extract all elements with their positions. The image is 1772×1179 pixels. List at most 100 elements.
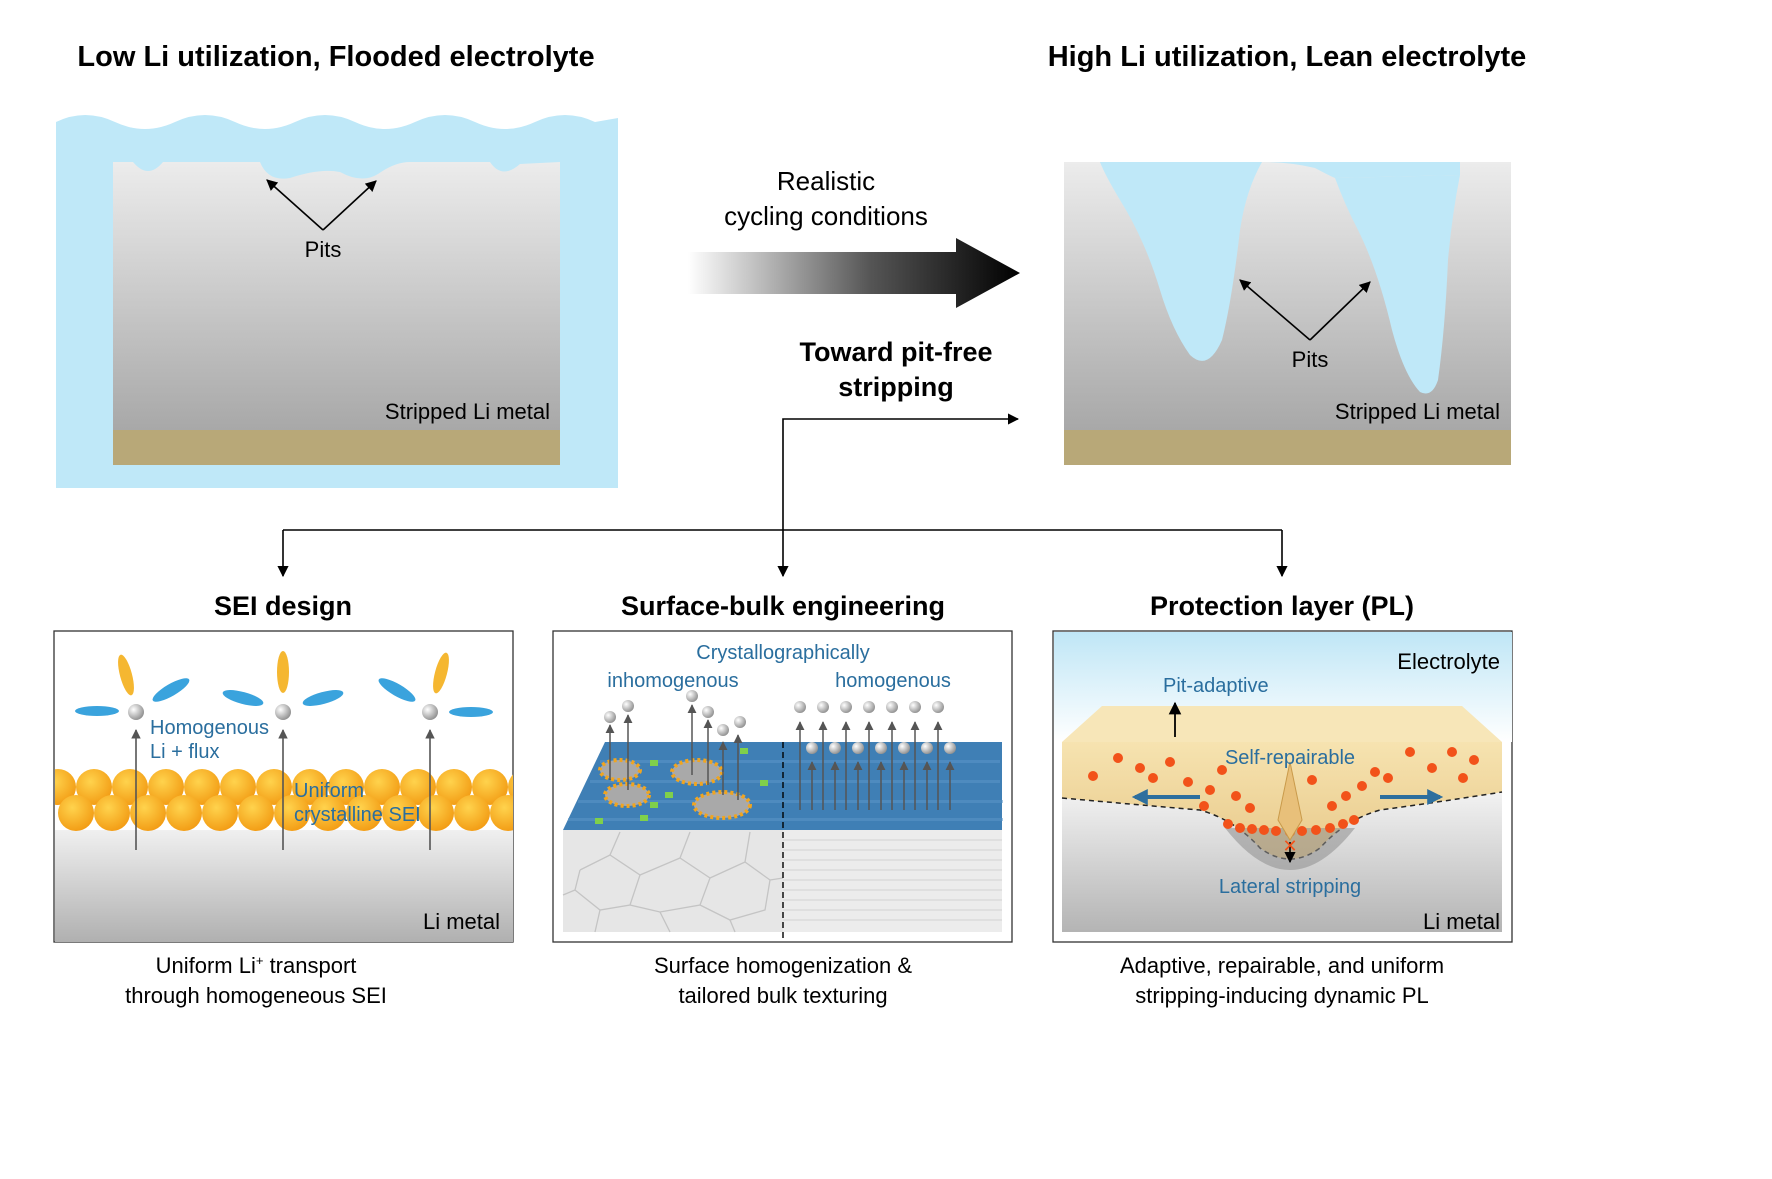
li-ion	[909, 701, 921, 713]
current-collector-right	[1064, 430, 1511, 465]
pl-particle	[1307, 775, 1317, 785]
pl-electrolyte-label: Electrolyte	[1397, 649, 1500, 674]
pl-particle	[1113, 753, 1123, 763]
uniform-sei-label-1: Uniform	[294, 780, 364, 802]
pl-particle	[1338, 819, 1348, 829]
sei-sphere	[94, 795, 130, 831]
pl-particle	[1311, 825, 1321, 835]
sei-sphere	[418, 795, 454, 831]
crystalline-sei-spheres	[55, 769, 513, 831]
li-ion-2	[275, 704, 291, 720]
sei-design-panel: Homogenous Li + flux Uniform crystalline…	[53, 630, 514, 943]
pl-particle	[1245, 803, 1255, 813]
pl-particle	[1349, 815, 1359, 825]
pits-label-left: Pits	[305, 237, 342, 262]
crystallographically-label: Crystallographically	[696, 642, 869, 664]
surface-bulk-title: Surface-bulk engineering	[621, 591, 945, 621]
pl-particle	[1297, 826, 1307, 836]
surface-bulk-panel: Crystallographically inhomogenous homoge…	[552, 630, 1013, 943]
pl-particle	[1341, 791, 1351, 801]
sei-sphere	[454, 795, 490, 831]
pit-arrow-right-lean	[1309, 281, 1371, 341]
anion-group-1	[75, 654, 190, 716]
anion-group-2	[222, 651, 344, 706]
li-ion	[863, 701, 875, 713]
lean-electrolyte-diagram: Pits Stripped Li metal	[1064, 162, 1511, 465]
pl-layer-top	[1062, 706, 1502, 742]
li-ion	[921, 742, 933, 754]
pl-caption-line-1: Adaptive, repairable, and uniform	[1120, 953, 1444, 978]
lean-electrolyte-pit-2	[1335, 175, 1460, 394]
pl-particle	[1148, 773, 1158, 783]
li-ion	[852, 742, 864, 754]
repair-cone	[1277, 761, 1303, 841]
lateral-stripping-label: Lateral stripping	[1219, 876, 1361, 898]
li-ion	[898, 742, 910, 754]
li-flux-arrows	[131, 729, 435, 850]
stripped-li-metal-block	[113, 162, 560, 430]
pl-particle	[1405, 747, 1415, 757]
pit-adaptive-label: Pit-adaptive	[1163, 675, 1269, 697]
pl-particle	[1447, 747, 1457, 757]
stripped-li-label-right: Stripped Li metal	[1335, 399, 1500, 424]
pl-particle	[1469, 755, 1479, 765]
top-right-title: High Li utilization, Lean electrolyte	[1048, 41, 1527, 73]
pl-li-metal-label: Li metal	[1423, 909, 1500, 934]
sei-sphere	[472, 769, 508, 805]
sei-sphere	[436, 769, 472, 805]
sei-sphere	[112, 769, 148, 805]
li-ion	[875, 742, 887, 754]
stripped-li-label-left: Stripped Li metal	[385, 399, 550, 424]
li-ion	[794, 701, 806, 713]
inhomogenous-label: inhomogenous	[607, 670, 738, 692]
sei-sphere	[364, 769, 400, 805]
pl-particle	[1325, 823, 1335, 833]
self-repairable-label: Self-repairable	[1225, 747, 1355, 769]
homogeneous-flux	[794, 701, 956, 810]
anion-group-3	[378, 652, 493, 717]
protection-layer-panel: ✕ Electrolyte Pit-adaptive Self-repairab…	[1052, 630, 1513, 943]
pl-particle	[1247, 824, 1257, 834]
surface-caption-line-1: Surface homogenization &	[654, 953, 912, 978]
homogenous-flux-label-2: Li + flux	[150, 741, 219, 763]
inhomogeneous-li-ions	[604, 690, 746, 736]
pl-particle	[1088, 771, 1098, 781]
sei-sphere	[58, 795, 94, 831]
pl-particle	[1235, 823, 1245, 833]
pl-particles	[1088, 747, 1479, 837]
pl-particle	[1231, 791, 1241, 801]
sei-caption-line-1: Uniform Li+ transport	[156, 953, 357, 978]
sei-design-title: SEI design	[214, 591, 352, 621]
green-grains	[595, 748, 768, 824]
stripping-label: stripping	[838, 372, 954, 402]
blocked-x-icon: ✕	[1282, 836, 1297, 856]
gradient-arrow	[688, 238, 1020, 308]
sei-sphere	[382, 795, 418, 831]
sei-sphere	[292, 769, 328, 805]
li-ion-1	[128, 704, 144, 720]
cycling-conditions-label: cycling conditions	[724, 201, 928, 231]
pl-particle	[1458, 773, 1468, 783]
sei-sphere	[184, 769, 220, 805]
homogenous-flux-label-1: Homogenous	[150, 717, 269, 739]
surface-caption-line-2: tailored bulk texturing	[678, 983, 887, 1008]
li-ion	[932, 701, 944, 713]
sei-sphere	[148, 769, 184, 805]
pl-particle	[1135, 763, 1145, 773]
li-ion	[840, 701, 852, 713]
sei-sphere	[328, 769, 364, 805]
pl-particle	[1259, 825, 1269, 835]
li-ion	[886, 701, 898, 713]
toward-pit-free-label: Toward pit-free	[799, 337, 992, 367]
pl-particle	[1205, 785, 1215, 795]
uniform-sei-label-2: crystalline SEI	[294, 804, 421, 826]
pit-arrow-left	[266, 179, 324, 231]
pl-particle	[1383, 773, 1393, 783]
pl-particle	[1327, 801, 1337, 811]
li-ion	[829, 742, 841, 754]
li-ion-3	[422, 704, 438, 720]
sei-sphere	[238, 795, 274, 831]
pl-caption-line-2: stripping-inducing dynamic PL	[1135, 983, 1429, 1008]
sei-sphere	[310, 795, 346, 831]
